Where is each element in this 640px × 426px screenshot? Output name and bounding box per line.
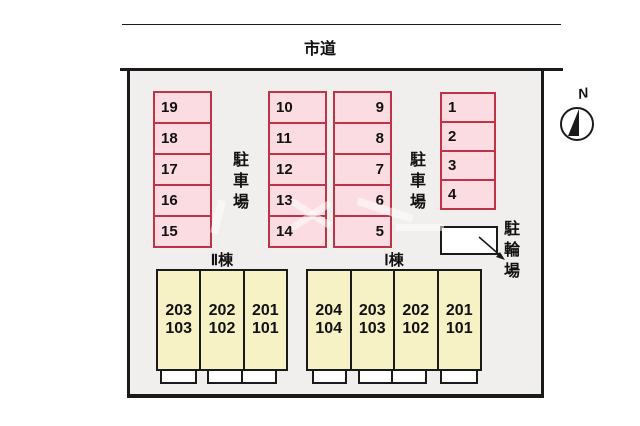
building-1-label: Ⅰ棟 bbox=[384, 252, 404, 269]
unit-lower-number: 102 bbox=[402, 320, 430, 337]
stall-number: 17 bbox=[161, 161, 178, 178]
bicycle-parking-area bbox=[440, 226, 498, 255]
stall-number: 16 bbox=[161, 192, 178, 209]
building-2: 203 103 202 102 201 101 bbox=[156, 269, 288, 371]
parking-stall: 17 bbox=[153, 153, 212, 186]
road-upper-line bbox=[122, 24, 561, 25]
stall-number: 10 bbox=[276, 99, 293, 116]
unit-upper-number: 201 bbox=[251, 302, 279, 319]
parking-stall: 3 bbox=[440, 150, 496, 181]
stall-number: 13 bbox=[276, 192, 293, 209]
parking-stall: 5 bbox=[333, 215, 392, 248]
stall-number: 12 bbox=[276, 161, 293, 178]
road-label: 市道 bbox=[303, 41, 336, 58]
bicycle-parking-label: 駐輪場 bbox=[503, 221, 520, 280]
entrance-step bbox=[358, 369, 393, 384]
road-lower-line bbox=[120, 68, 563, 71]
unit-upper-number: 203 bbox=[358, 302, 386, 319]
stall-number: 3 bbox=[448, 157, 457, 174]
parking-stall: 9 bbox=[333, 91, 392, 124]
parking-stall: 18 bbox=[153, 122, 212, 155]
stall-number: 1 bbox=[448, 99, 457, 116]
building-unit: 204 104 bbox=[308, 271, 352, 369]
building-unit: 203 103 bbox=[158, 271, 202, 369]
unit-lower-number: 103 bbox=[358, 320, 386, 337]
stall-number: 2 bbox=[448, 128, 457, 145]
stall-number: 5 bbox=[375, 223, 384, 240]
parking-stall: 12 bbox=[268, 153, 327, 186]
parking-stall: 4 bbox=[440, 179, 496, 210]
unit-upper-number: 202 bbox=[402, 302, 430, 319]
entrance-step bbox=[160, 369, 197, 384]
unit-upper-number: 201 bbox=[445, 302, 473, 319]
unit-lower-number: 104 bbox=[315, 320, 343, 337]
stall-number: 8 bbox=[375, 130, 384, 147]
parking-stall: 19 bbox=[153, 91, 212, 124]
building-1: 204 104 203 103 202 102 201 101 bbox=[306, 269, 482, 371]
entrance-step bbox=[312, 369, 347, 384]
parking-stall: 10 bbox=[268, 91, 327, 124]
unit-upper-number: 203 bbox=[165, 302, 193, 319]
parking-stall: 2 bbox=[440, 121, 496, 152]
parking-stall: 16 bbox=[153, 184, 212, 217]
building-unit: 202 102 bbox=[395, 271, 439, 369]
parking-stall: 11 bbox=[268, 122, 327, 155]
stall-number: 19 bbox=[161, 99, 178, 116]
building-unit: 203 103 bbox=[352, 271, 395, 369]
entrance-step bbox=[440, 369, 478, 384]
building-unit: 202 102 bbox=[201, 271, 245, 369]
stall-number: 4 bbox=[448, 186, 457, 203]
entrance-step bbox=[391, 369, 427, 384]
stall-number: 15 bbox=[161, 223, 178, 240]
building-unit: 201 101 bbox=[245, 271, 286, 369]
bicycle-leader-arrow-icon bbox=[478, 236, 505, 260]
compass-icon bbox=[560, 107, 594, 141]
parking-column-west: 19 18 17 16 15 bbox=[153, 91, 212, 248]
building-2-label: Ⅱ棟 bbox=[210, 252, 234, 269]
stall-number: 9 bbox=[375, 99, 384, 116]
stall-number: 14 bbox=[276, 223, 293, 240]
unit-lower-number: 101 bbox=[251, 320, 279, 337]
parking-label-right: 駐車場 bbox=[409, 152, 426, 211]
unit-upper-number: 202 bbox=[208, 302, 236, 319]
parking-column-east: 1 2 3 4 bbox=[440, 92, 496, 212]
parking-stall: 8 bbox=[333, 122, 392, 155]
stall-number: 18 bbox=[161, 130, 178, 147]
parking-stall: 15 bbox=[153, 215, 212, 248]
parking-stall: 7 bbox=[333, 153, 392, 186]
unit-lower-number: 103 bbox=[165, 320, 193, 337]
stall-number: 6 bbox=[375, 192, 384, 209]
unit-upper-number: 204 bbox=[315, 302, 343, 319]
parking-column-center-right: 9 8 7 6 5 bbox=[333, 91, 392, 248]
building-unit: 201 101 bbox=[439, 271, 481, 369]
stall-number: 7 bbox=[375, 161, 384, 178]
entrance-step bbox=[241, 369, 277, 384]
parking-label-left: 駐車場 bbox=[232, 152, 249, 211]
unit-lower-number: 102 bbox=[208, 320, 236, 337]
parking-stall: 1 bbox=[440, 92, 496, 123]
unit-lower-number: 101 bbox=[445, 320, 473, 337]
stall-number: 11 bbox=[276, 130, 292, 147]
entrance-step bbox=[207, 369, 243, 384]
